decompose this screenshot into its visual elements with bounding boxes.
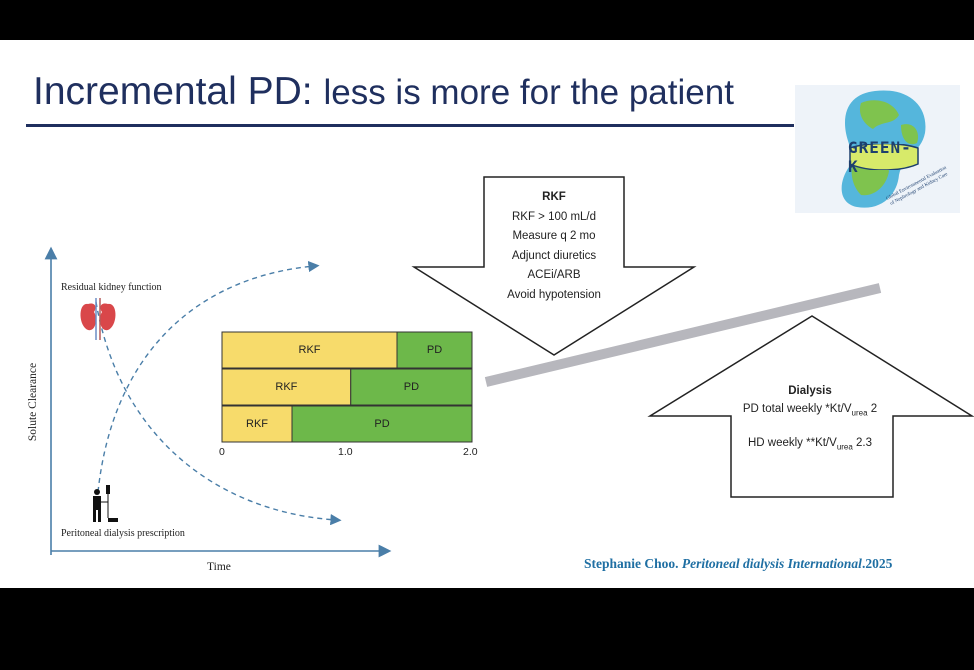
logo-ribbon: GREEN-K (848, 138, 920, 176)
title-part-1: Incremental PD: (33, 70, 324, 113)
bar-label-rkf-2: RKF (275, 380, 298, 393)
citation-year: .2025 (861, 556, 893, 571)
dialysis-arrow-text: Dialysis PD total weekly *Kt/Vurea 2 HD … (705, 382, 915, 457)
logo-text: GREEN-K (848, 138, 912, 176)
y-axis-label: Solute Clearance (27, 362, 40, 442)
slide: Incremental PD: less is more for the pat… (0, 40, 974, 588)
bar-pd-2 (350, 368, 473, 406)
x-tick-label: 1.0 (338, 446, 353, 458)
title-part-2: less is more for the patient (323, 73, 734, 112)
rkf-decline-curve (95, 301, 342, 526)
citation-journal: Peritoneal dialysis International (681, 556, 862, 571)
dialysis-line-2: HD weekly **Kt/Vurea 2.3 (747, 437, 873, 452)
rkf-line-5: Avoid hypotension (507, 288, 601, 301)
pd-prescription-label: Peritoneal dialysis prescription (61, 528, 185, 539)
dialysis-up-arrow (647, 315, 974, 498)
bar-label-rkf-3: RKF (246, 417, 268, 430)
diagram-canvas (44, 176, 974, 558)
bar-pd-1 (396, 331, 473, 369)
x-axis-label: Time (207, 561, 231, 573)
bar-label-pd-1: PD (426, 343, 443, 356)
slide-title: Incremental PD: less is more for the pat… (33, 70, 734, 114)
bar-rkf-2 (221, 368, 352, 406)
x-tick-label: 2.0 (463, 446, 478, 458)
bar-rkf-1 (221, 331, 398, 369)
bar-pd-3 (291, 405, 473, 443)
stacked-bar-chart (221, 331, 473, 443)
rkf-heading: RKF (542, 191, 566, 203)
citation-author: Stephanie Choo. (584, 556, 682, 571)
rkf-down-arrow (411, 176, 697, 356)
rkf-line-4: ACEi/ARB (527, 269, 581, 281)
dialysis-heading: Dialysis (788, 385, 832, 397)
residual-kidney-label: Residual kidney function (61, 282, 162, 293)
bar-label-pd-3: PD (374, 417, 390, 430)
rkf-line-3: Adjunct diuretics (511, 249, 597, 262)
dialysis-line-1: PD total weekly *Kt/Vurea 2 (742, 403, 878, 418)
kidney-icon (80, 298, 116, 340)
balance-beam (484, 283, 882, 387)
patient-iv-icon (93, 485, 118, 522)
green-k-logo: Global Environmental Evaluation of Nephr… (795, 85, 960, 213)
bar-label-pd-2: PD (403, 380, 420, 393)
rkf-arrow-text: RKF RKF > 100 mL/d Measure q 2 mo Adjunc… (484, 188, 624, 305)
citation: Stephanie Choo. Peritoneal dialysis Inte… (584, 556, 892, 572)
rkf-line-1: RKF > 100 mL/d (511, 210, 597, 223)
rkf-line-2: Measure q 2 mo (512, 230, 596, 242)
x-tick-label: 0 (219, 446, 225, 458)
pd-rise-curve (97, 260, 320, 493)
bar-rkf-3 (221, 405, 293, 443)
title-underline (26, 124, 794, 127)
ribbon-shape (849, 144, 919, 170)
bar-label-rkf-1: RKF (298, 343, 321, 356)
